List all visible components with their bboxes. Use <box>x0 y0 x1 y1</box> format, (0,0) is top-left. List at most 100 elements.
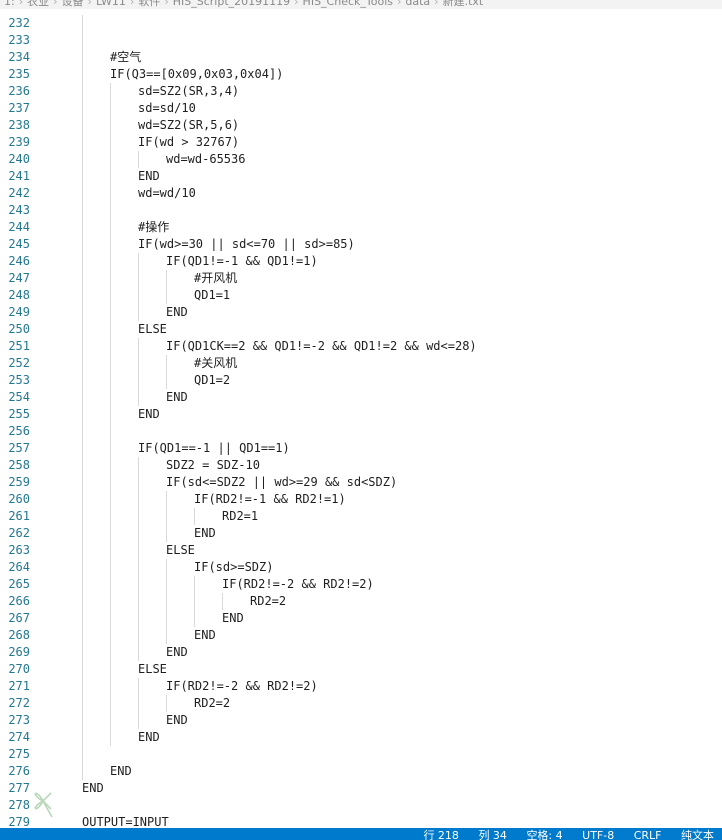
breadcrumb-item[interactable]: data <box>405 0 431 8</box>
code-line[interactable]: 247#开风机 <box>0 270 722 287</box>
indent-guide <box>166 491 167 542</box>
code-line[interactable]: 234#空气 <box>0 49 722 66</box>
breadcrumb-item[interactable]: 1: <box>4 0 15 8</box>
line-number: 270 <box>8 662 30 676</box>
code-line[interactable]: 243 <box>0 202 722 219</box>
code-text: IF(RD2!=-2 && RD2!=2) <box>222 577 374 591</box>
status-language[interactable]: 纯文本 <box>681 829 714 840</box>
line-number: 252 <box>8 356 30 370</box>
indent-guide <box>138 457 139 661</box>
status-encoding[interactable]: UTF-8 <box>582 829 615 840</box>
breadcrumb[interactable]: 1:›农业›设备›LW11›软件›HIS_Script_20191119›HIS… <box>0 0 722 9</box>
line-number: 257 <box>8 441 30 455</box>
code-line[interactable]: 266 RD2=2 <box>0 593 722 610</box>
line-number: 264 <box>8 560 30 574</box>
breadcrumb-item[interactable]: 新建.txt <box>442 0 484 8</box>
indent-guide <box>138 151 139 168</box>
code-text: QD1=1 <box>194 288 231 302</box>
line-number: 241 <box>8 169 30 183</box>
indent-guide <box>82 15 83 780</box>
code-text: END <box>166 390 188 404</box>
code-line[interactable]: 232 <box>0 15 722 32</box>
code-line[interactable]: 275 <box>0 746 722 763</box>
line-number: 274 <box>8 730 30 744</box>
status-column[interactable]: 列 34 <box>478 829 507 840</box>
code-line[interactable]: 257 IF(QD1==-1 || QD1==1) <box>0 440 722 457</box>
line-number: 259 <box>8 475 30 489</box>
code-line[interactable]: 252#关风机 <box>0 355 722 372</box>
code-text: SDZ2 = SDZ-10 <box>166 458 260 472</box>
status-indentation[interactable]: 空格: 4 <box>526 829 563 840</box>
code-line[interactable]: 233 <box>0 32 722 49</box>
line-number: 250 <box>8 322 30 336</box>
breadcrumb-separator-icon: › <box>87 0 92 8</box>
indent-guide <box>138 338 139 406</box>
code-line[interactable]: 256 <box>0 423 722 440</box>
breadcrumb-item[interactable]: HIS_Check_Tools <box>302 0 393 8</box>
code-text: wd=wd-65536 <box>166 152 246 166</box>
code-text: IF(QD1==-1 || QD1==1) <box>138 441 290 455</box>
breadcrumb-item[interactable]: 农业 <box>27 0 50 8</box>
line-number: 247 <box>8 271 30 285</box>
status-eol[interactable]: CRLF <box>633 829 662 840</box>
code-line[interactable]: 244#操作 <box>0 219 722 236</box>
line-number: 246 <box>8 254 30 268</box>
code-line[interactable]: 278 <box>0 797 722 814</box>
breadcrumb-item[interactable]: HIS_Script_20191119 <box>172 0 291 8</box>
line-number: 239 <box>8 135 30 149</box>
indent-guide <box>138 678 139 729</box>
breadcrumb-separator-icon: › <box>396 0 402 8</box>
code-text: RD2=2 <box>250 594 287 608</box>
clover-logo-icon <box>34 792 53 818</box>
line-number: 237 <box>8 101 30 115</box>
breadcrumb-item[interactable]: LW11 <box>95 0 126 8</box>
breadcrumb-separator-icon: › <box>434 0 439 8</box>
breadcrumb-item[interactable]: 设备 <box>61 0 84 8</box>
status-line[interactable]: 行 218 <box>423 829 459 840</box>
indent-guide <box>110 83 111 746</box>
line-number: 266 <box>8 594 30 608</box>
line-number: 233 <box>8 33 30 47</box>
line-number: 245 <box>8 237 30 251</box>
line-number: 272 <box>8 696 30 710</box>
breadcrumb-item[interactable]: 软件 <box>138 0 161 8</box>
code-text: IF(QD1CK==2 && QD1!=-2 && QD1!=2 && wd<=… <box>166 339 477 353</box>
